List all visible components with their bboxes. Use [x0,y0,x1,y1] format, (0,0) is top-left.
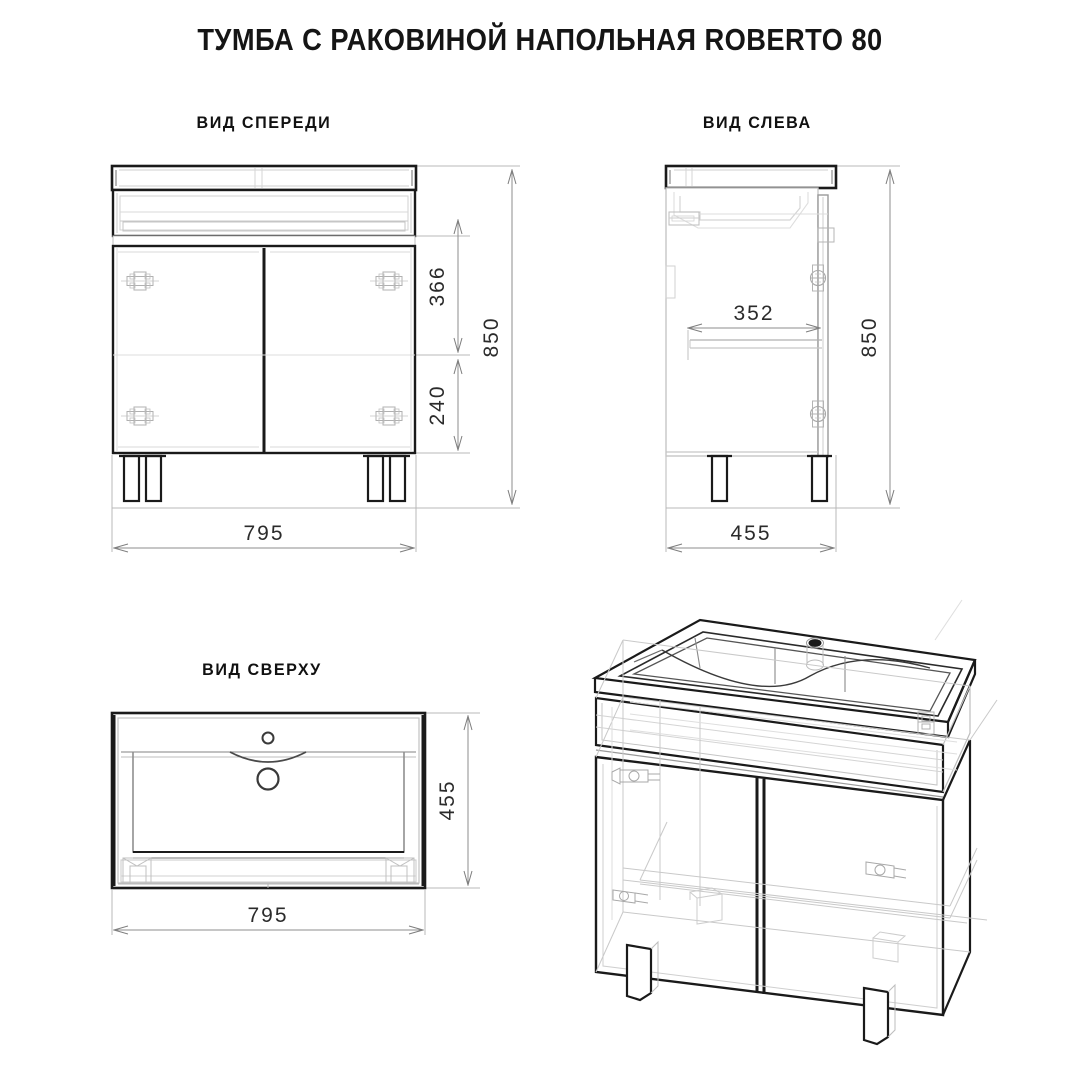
front-gap-strip [112,235,416,247]
dim-side-850-text: 850 [858,316,881,357]
page-title: ТУМБА С РАКОВИНОЙ НАПОЛЬНАЯ ROBERTO 80 [197,22,883,57]
dim-front-366-text: 366 [426,265,449,306]
front-doors [111,244,417,455]
dim-front-795-text: 795 [243,522,284,545]
front-drawer [111,188,417,238]
dim-front-850-text: 850 [480,316,503,357]
dim-side-850: 850 [858,170,890,504]
drain-icon [256,767,280,791]
side-countertop [664,164,838,190]
dim-front-795: 795 [114,522,414,548]
front-legs [122,454,407,503]
dim-top-455: 455 [436,716,468,885]
top-view: 455 795 [110,711,480,935]
dim-front-366: 366 [426,220,458,352]
dim-top-795-text: 795 [247,904,288,927]
dim-side-352-text: 352 [733,302,774,325]
top-outer-frame [110,711,427,890]
isometric-view [591,599,998,1046]
view-label-front: ВИД СПЕРЕДИ [196,113,332,132]
front-countertop [110,164,418,192]
side-view: 352 850 455 [664,164,900,552]
dim-side-455-text: 455 [730,522,771,545]
view-label-side: ВИД СЛЕВА [702,113,812,132]
dim-side-352: 352 [688,302,820,360]
tap-hole-icon [261,731,275,745]
side-body [665,187,835,458]
dim-front-240: 240 [426,360,458,450]
dim-top-455-text: 455 [436,779,459,820]
dim-side-455: 455 [668,522,834,548]
side-legs [710,454,829,503]
front-view: 366 240 850 795 [110,164,520,552]
dim-top-795: 795 [114,904,423,930]
dim-front-850: 850 [480,170,512,504]
view-label-top: ВИД СВЕРХУ [202,660,322,679]
dim-front-240-text: 240 [426,384,449,425]
top-extension-lines [111,712,480,935]
